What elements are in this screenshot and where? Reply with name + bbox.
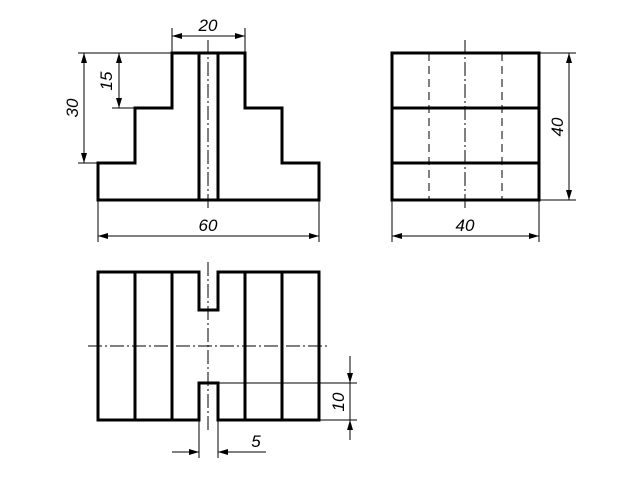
front-view: 20 15 30 60: [63, 16, 321, 242]
dim-total-height-label: 30: [63, 98, 82, 117]
dim-slot-width-label: 5: [251, 432, 261, 451]
dim-step-height-label: 15: [97, 71, 116, 90]
dim-side-height-label: 40: [548, 117, 567, 136]
dim-top-width-label: 20: [198, 16, 218, 35]
dim-front-width-label: 60: [199, 216, 218, 235]
side-view: 40 40: [390, 40, 576, 242]
top-view: 10 5: [88, 262, 357, 458]
dim-side-width-label: 40: [456, 216, 475, 235]
dim-slot-depth-label: 10: [329, 392, 348, 411]
